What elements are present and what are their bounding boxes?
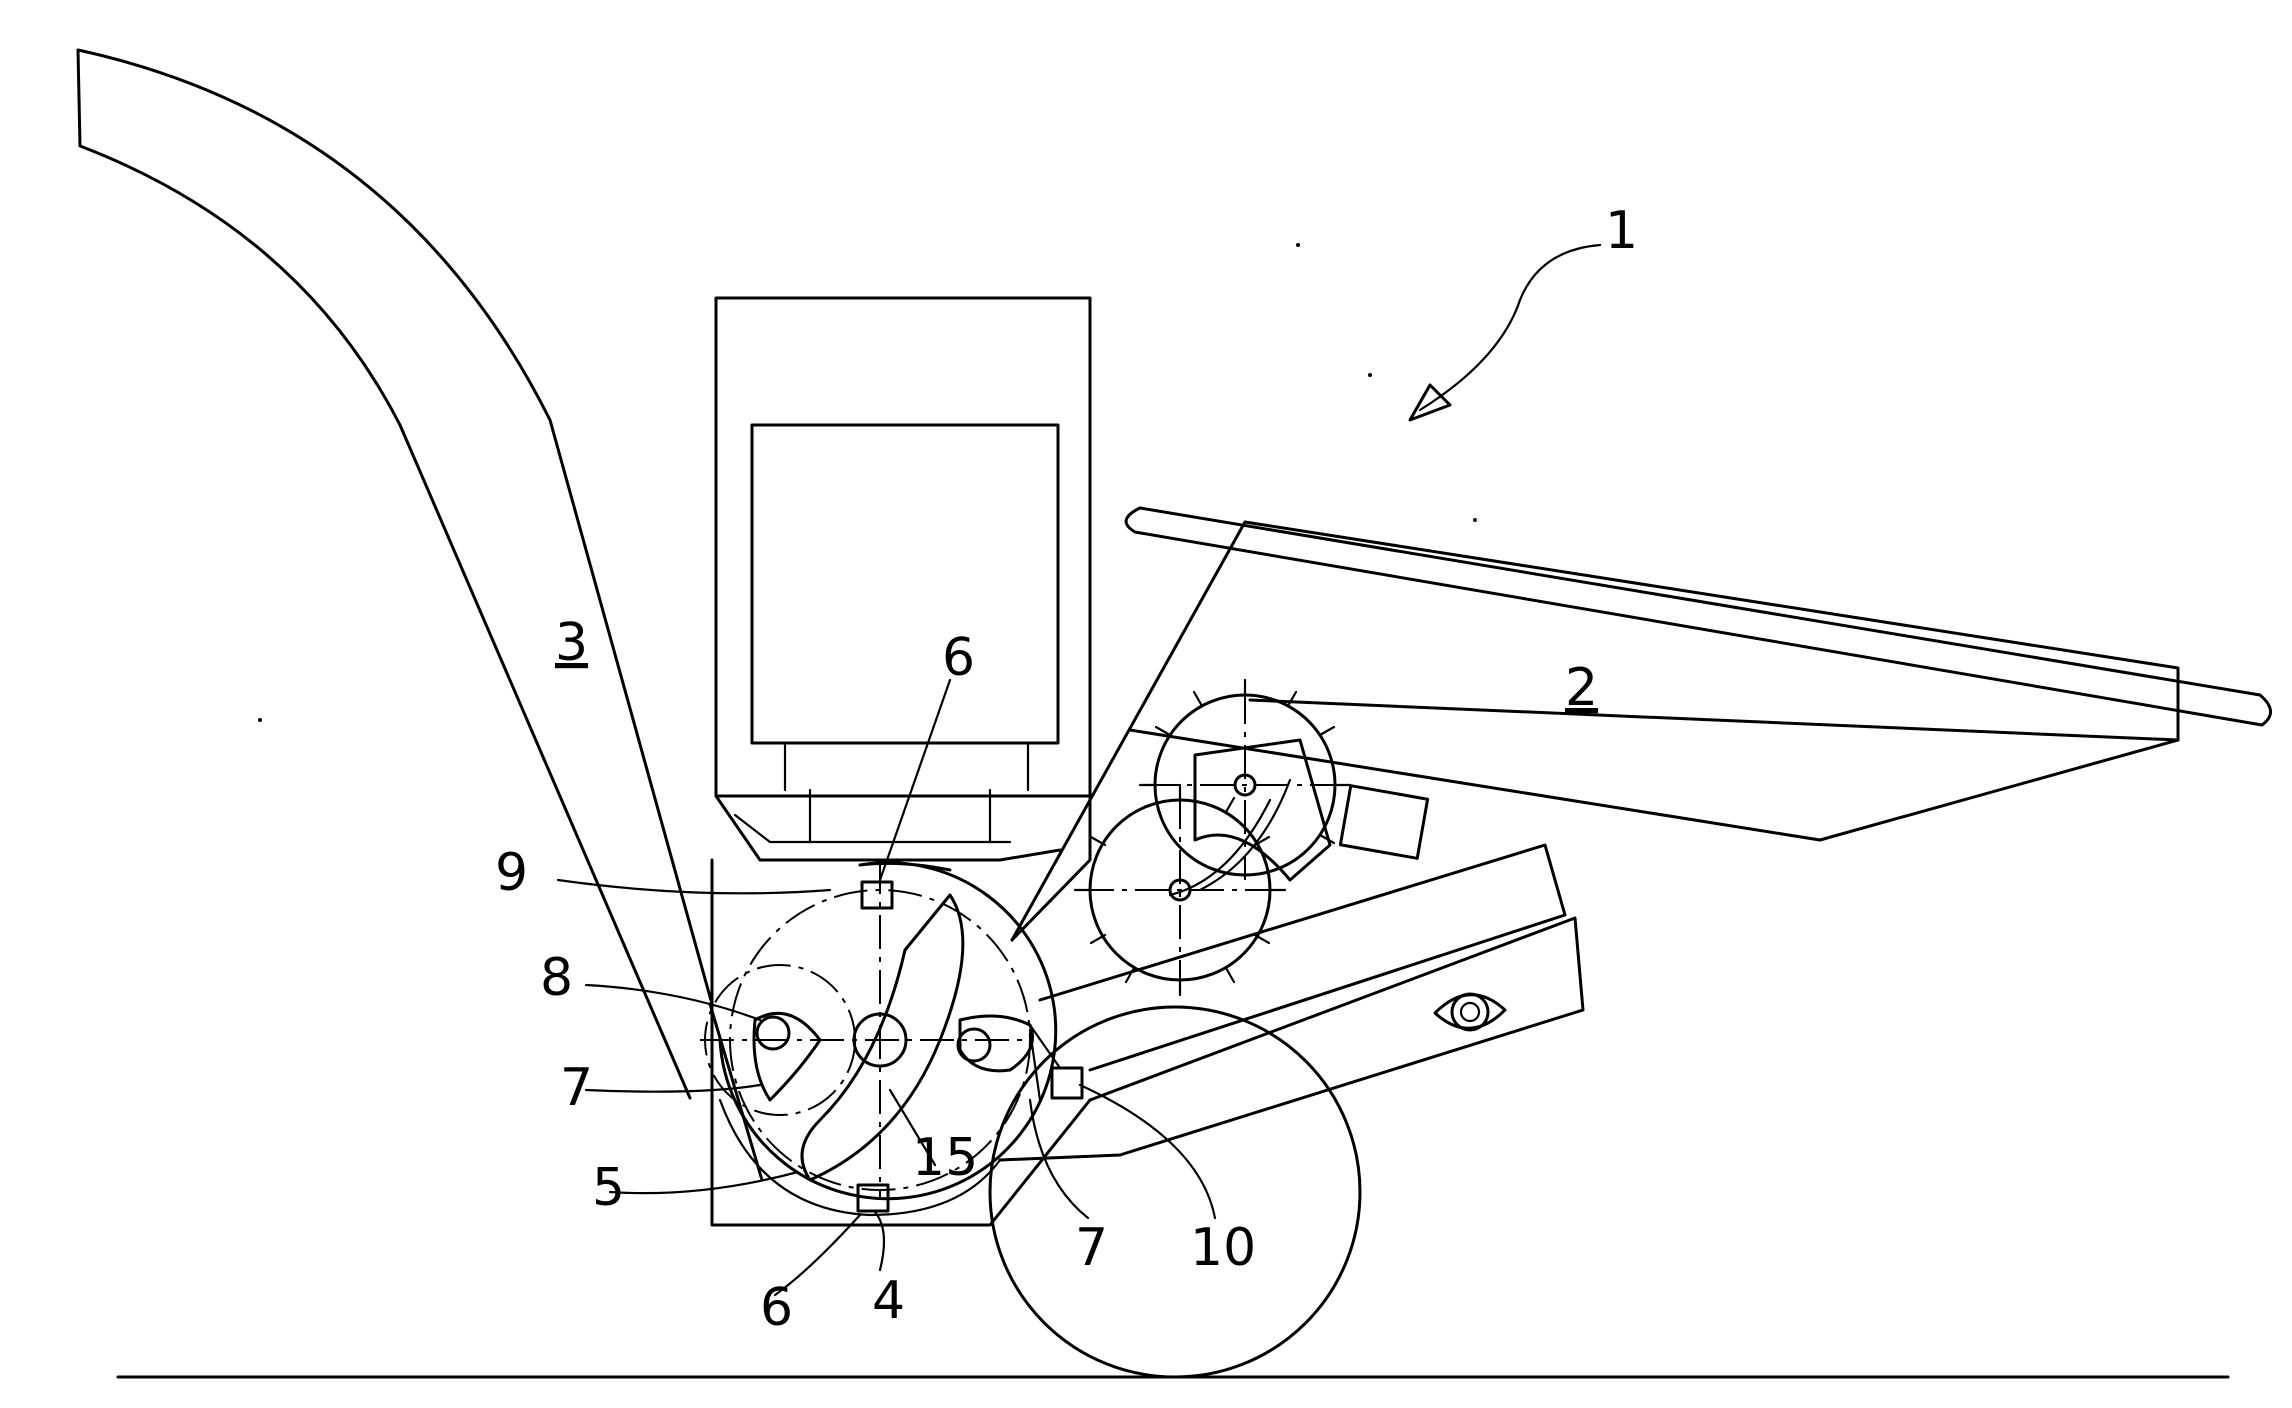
counter-knife bbox=[1050, 1066, 1084, 1100]
hopper-lower-edge bbox=[1128, 698, 2180, 842]
label-rotor: 5 bbox=[592, 1158, 625, 1218]
speck bbox=[1368, 373, 1372, 377]
feed-hopper bbox=[1010, 520, 2180, 942]
label-housing: 4 bbox=[872, 1271, 905, 1331]
label-rotor-hub: 15 bbox=[912, 1128, 978, 1188]
hammer-right bbox=[958, 1014, 1034, 1073]
drive-box bbox=[1338, 784, 1430, 860]
speck bbox=[258, 718, 262, 722]
housing-right-wall bbox=[1010, 788, 1092, 942]
pivot-right bbox=[956, 1027, 992, 1063]
blade-holder-bottom bbox=[856, 1183, 890, 1213]
hammer-left bbox=[752, 1011, 822, 1102]
roller-hub-lower bbox=[1168, 878, 1192, 902]
knife-bracket bbox=[1028, 1023, 1062, 1102]
rotor-housing bbox=[718, 861, 1058, 1201]
reference-arrowhead bbox=[1408, 383, 1452, 422]
label-hammer-left: 7 bbox=[560, 1058, 593, 1118]
bolt-plate bbox=[1433, 993, 1507, 1030]
discharge-chute bbox=[76, 48, 764, 1182]
reference-arrow bbox=[1418, 243, 1602, 412]
frame-beam bbox=[1038, 843, 1585, 1157]
roller-arm bbox=[1193, 738, 1332, 882]
rotor-housing-inner bbox=[718, 1098, 1002, 1217]
hopper-handle bbox=[1124, 506, 2272, 727]
label-rotor-circle: 9 bbox=[495, 843, 528, 903]
label-chute: 3 bbox=[555, 613, 588, 673]
blade-holder-top bbox=[860, 880, 894, 910]
rotor-blade bbox=[800, 893, 965, 1182]
leader-lines bbox=[556, 678, 1217, 1297]
label-machine: 1 bbox=[1605, 201, 1638, 261]
roller-hub-upper bbox=[1233, 773, 1257, 797]
label-pivot: 8 bbox=[540, 948, 573, 1008]
pivot-left bbox=[755, 1015, 791, 1051]
speck bbox=[1473, 518, 1477, 522]
bolt-inner bbox=[1459, 1001, 1481, 1023]
roller-arm-curve bbox=[1168, 778, 1292, 897]
hammer-path-dashed bbox=[704, 964, 856, 1116]
label-blade-top: 6 bbox=[942, 628, 975, 688]
label-hammer-right: 7 bbox=[1075, 1218, 1108, 1278]
label-counter-knife: 10 bbox=[1190, 1218, 1256, 1278]
bolt-outer bbox=[1450, 992, 1490, 1032]
engine-box-outer bbox=[714, 296, 1092, 798]
frame-lower bbox=[998, 1153, 1122, 1162]
funnel bbox=[714, 794, 1062, 862]
engine-box-inner bbox=[750, 423, 1060, 745]
roller-teeth bbox=[1073, 678, 1352, 997]
speck bbox=[1296, 243, 1300, 247]
label-blade-bottom: 6 bbox=[760, 1278, 793, 1338]
engine-base bbox=[783, 741, 1030, 844]
funnel-inner bbox=[733, 813, 1012, 844]
label-hopper: 2 bbox=[1565, 658, 1598, 718]
wheel bbox=[988, 1005, 1362, 1379]
